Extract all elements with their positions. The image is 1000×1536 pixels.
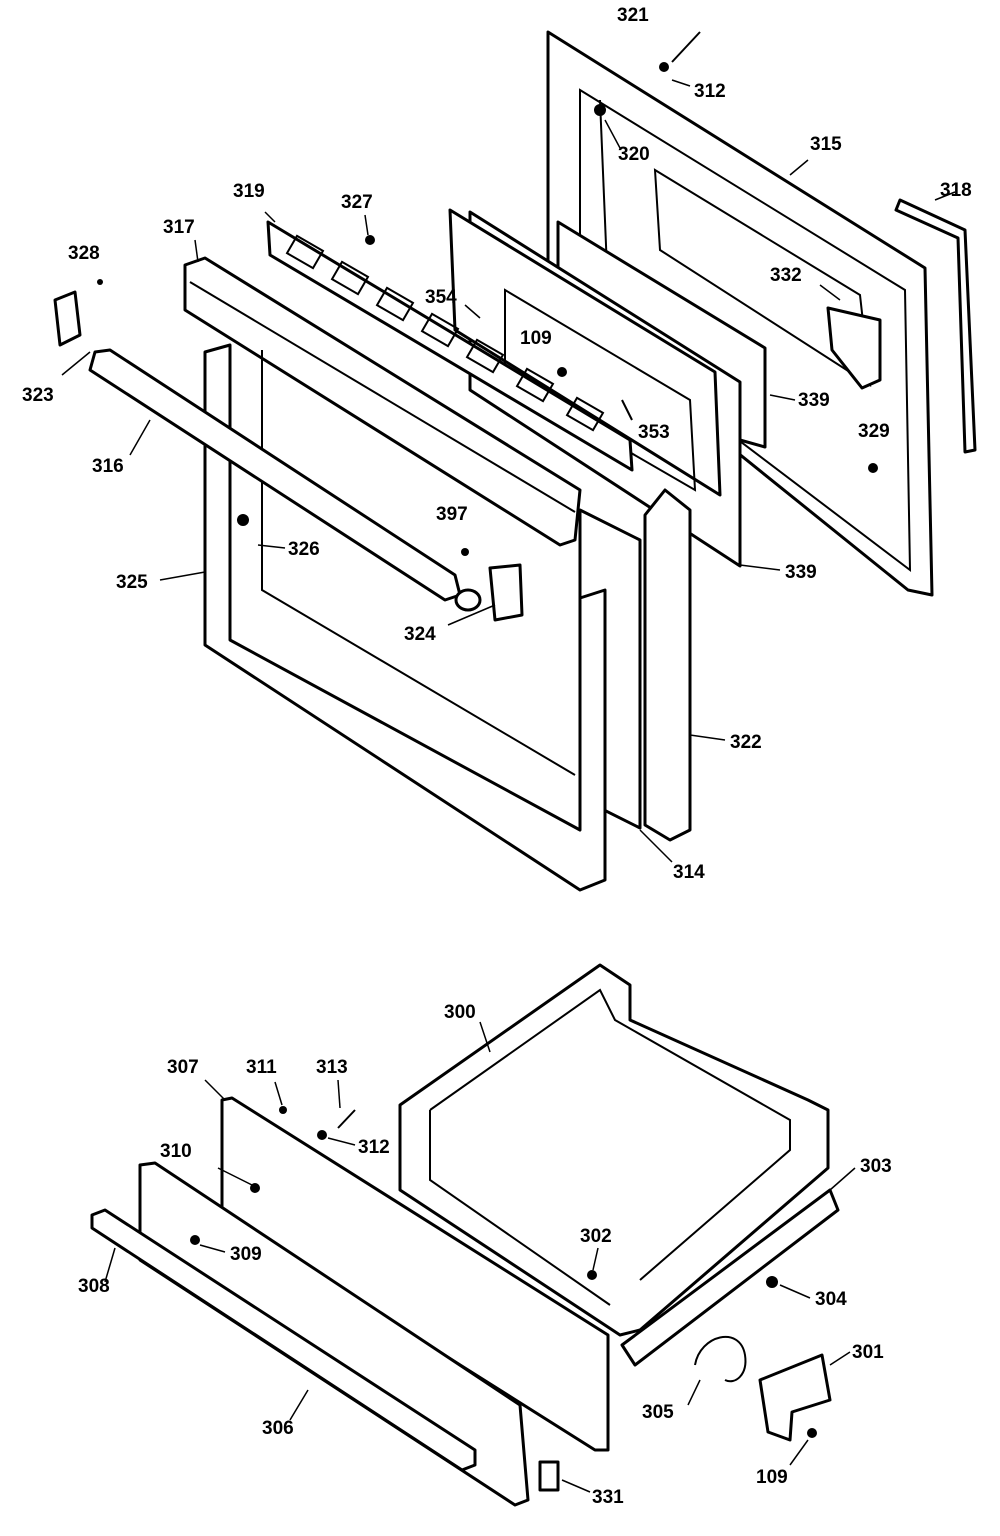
part-303-slide-rail (620, 1188, 840, 1367)
callout-331: 331 (592, 1487, 624, 1508)
callout-323: 323 (22, 385, 54, 406)
callout-339: 339 (785, 562, 817, 583)
part-318-gasket (894, 198, 977, 454)
callout-326: 326 (288, 539, 320, 560)
part-326-clip (237, 514, 249, 526)
callout-317: 317 (163, 217, 195, 238)
callout-300: 300 (444, 1002, 476, 1023)
part-315-door-liner (546, 30, 934, 597)
part-317-top-trim (183, 256, 582, 547)
callout-311: 311 (246, 1057, 277, 1078)
part-332-bracket (826, 306, 882, 390)
callout-332: 332 (770, 265, 802, 286)
part-304-wheel (766, 1276, 778, 1288)
callout-312: 312 (694, 81, 726, 102)
callout-315: 315 (810, 134, 842, 155)
callout-312: 312 (358, 1137, 390, 1158)
part-325-outer-door (203, 343, 607, 892)
callout-306: 306 (262, 1418, 294, 1439)
oven-door-assembly (53, 30, 977, 892)
part-397-screw (461, 548, 469, 556)
callout-303: 303 (860, 1156, 892, 1177)
callout-301: 301 (852, 1342, 884, 1363)
callout-109: 109 (756, 1467, 788, 1488)
callout-109: 109 (520, 328, 552, 349)
callout-354: 354 (425, 287, 457, 308)
part-313-screw (337, 1109, 356, 1129)
part-354-frame (448, 208, 722, 497)
part-329-screw (868, 463, 878, 473)
part-109-screw (807, 1428, 817, 1438)
part-309-screw (190, 1235, 200, 1245)
part-109-screw (557, 367, 567, 377)
part-302-screw (587, 1270, 597, 1280)
callout-325: 325 (116, 572, 148, 593)
callout-308: 308 (78, 1276, 110, 1297)
callout-307: 307 (167, 1057, 199, 1078)
part-301-bracket (758, 1353, 832, 1442)
callout-328: 328 (68, 243, 100, 264)
part-311-screw (279, 1106, 287, 1114)
part-320-hinge (594, 104, 606, 116)
part-331-bracket (538, 1460, 560, 1492)
drawer-assembly (90, 963, 856, 1507)
callout-314: 314 (673, 862, 705, 883)
callout-313: 313 (316, 1057, 348, 1078)
callout-302: 302 (580, 1226, 612, 1247)
part-328-screw (97, 279, 103, 285)
part-321-screw (671, 31, 701, 63)
callout-324: 324 (404, 624, 436, 645)
callout-321: 321 (617, 5, 649, 26)
part-327-clip (365, 235, 375, 245)
part-300-drawer-body (398, 963, 830, 1337)
callout-316: 316 (92, 456, 124, 477)
part-324-end-cap (454, 563, 524, 622)
part-319-trim (266, 220, 634, 472)
callout-320: 320 (618, 144, 650, 165)
part-310-clip (250, 1183, 260, 1193)
part-312-washer (317, 1130, 327, 1140)
callout-322: 322 (730, 732, 762, 753)
callout-309: 309 (230, 1244, 262, 1265)
callout-305: 305 (642, 1402, 674, 1423)
callout-318: 318 (940, 180, 972, 201)
part-312-washer (659, 62, 669, 72)
callout-397: 397 (436, 504, 468, 525)
part-353-clip (621, 399, 633, 421)
part-322-side-channel (643, 488, 692, 842)
part-323-end-cap (53, 290, 82, 347)
callout-319: 319 (233, 181, 265, 202)
callout-304: 304 (815, 1289, 847, 1310)
part-305-spring (694, 1336, 747, 1383)
callout-labels: 321 312 320 315 318 319 327 317 328 354 … (22, 5, 972, 1508)
callout-329: 329 (858, 421, 890, 442)
callout-353: 353 (638, 422, 670, 443)
part-308-handle (90, 1208, 477, 1472)
callout-339: 339 (798, 390, 830, 411)
callout-310: 310 (160, 1141, 192, 1162)
callout-327: 327 (341, 192, 373, 213)
